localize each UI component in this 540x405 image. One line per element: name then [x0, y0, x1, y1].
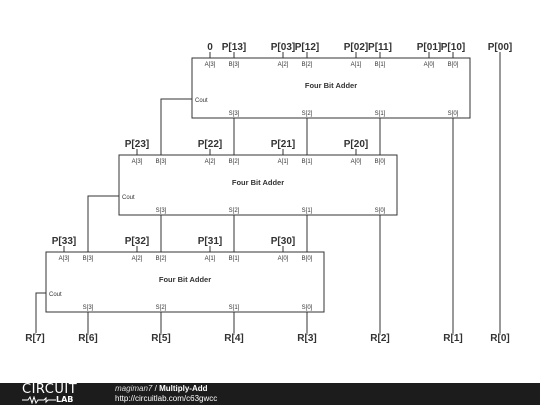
input-label: P[10] [441, 42, 465, 53]
carry-wire [87, 195, 119, 252]
input-label: 0 [207, 42, 213, 53]
sum-pin-label: S[1] [229, 305, 240, 311]
a-pin-label: A[2] [132, 256, 143, 262]
b-pin-label: B[0] [448, 62, 459, 68]
four-bit-adder-1 [191, 57, 471, 119]
sum-pin-label: S[3] [83, 305, 94, 311]
a-pin-label: A[1] [278, 159, 289, 165]
circuitlab-logo[interactable]: CIRCUIT LAB [22, 382, 92, 404]
b-pin-label: B[2] [156, 256, 167, 262]
credit-separator: / [154, 384, 157, 393]
input-label-p00: P[00] [488, 42, 512, 53]
input-label: P[30] [271, 236, 295, 247]
sum-pin-label: S[1] [375, 111, 386, 117]
a-pin-label: A[3] [132, 159, 143, 165]
four-bit-adder-2 [118, 154, 398, 216]
b-pin-label: B[0] [302, 256, 313, 262]
sum-pin-label: S[0] [302, 305, 313, 311]
adder-title: Four Bit Adder [305, 81, 357, 90]
sum-pin-label: S[0] [448, 111, 459, 117]
a-pin-label: A[1] [351, 62, 362, 68]
input-label: P[12] [295, 42, 319, 53]
b-pin-label: B[1] [375, 62, 386, 68]
input-label: P[20] [344, 139, 368, 150]
output-label: R[4] [224, 333, 243, 344]
project-title[interactable]: Multiply-Add [159, 384, 208, 393]
output-label: R[6] [78, 333, 97, 344]
adders [45, 57, 471, 313]
input-label: P[11] [368, 42, 392, 53]
author-link[interactable]: magiman7 [115, 384, 153, 393]
sum-pin-label: S[3] [156, 208, 167, 214]
input-label: P[01] [417, 42, 441, 53]
footer-bar: CIRCUIT LAB magiman7 / Multiply-Add http… [0, 383, 540, 405]
cout-pin-label: Cout [122, 195, 135, 201]
credit: magiman7 / Multiply-Add http://circuitla… [115, 384, 217, 404]
b-pin-label: B[0] [375, 159, 386, 165]
output-label: R[5] [151, 333, 170, 344]
a-pin-label: A[3] [205, 62, 216, 68]
input-label: P[22] [198, 139, 222, 150]
logo-text-lab: LAB [56, 395, 74, 404]
input-label: P[02] [344, 42, 368, 53]
wires [35, 52, 501, 333]
carry-wire [160, 98, 192, 155]
input-label: P[23] [125, 139, 149, 150]
project-url[interactable]: http://circuitlab.com/c63gwcc [115, 394, 218, 403]
b-pin-label: B[3] [229, 62, 240, 68]
four-bit-adder-3 [45, 251, 325, 313]
b-pin-label: B[3] [156, 159, 167, 165]
output-label: R[3] [297, 333, 316, 344]
input-label: P[33] [52, 236, 76, 247]
adder-title: Four Bit Adder [159, 275, 211, 284]
input-label: P[03] [271, 42, 295, 53]
output-label: R[2] [370, 333, 389, 344]
a-pin-label: A[0] [278, 256, 289, 262]
multiplier-schematic: Four Bit AdderCoutA[3]B[3]S[3]A[2]B[2]S[… [25, 42, 512, 344]
cout-pin-label: Cout [49, 292, 62, 298]
sum-pin-label: S[3] [229, 111, 240, 117]
input-label: P[32] [125, 236, 149, 247]
sum-pin-label: S[1] [302, 208, 313, 214]
logo-text-circuit: CIRCUIT [22, 382, 78, 397]
a-pin-label: A[0] [424, 62, 435, 68]
output-label: R[0] [490, 333, 509, 344]
a-pin-label: A[0] [351, 159, 362, 165]
a-pin-label: A[3] [59, 256, 70, 262]
input-label: P[21] [271, 139, 295, 150]
waveform-icon [22, 396, 56, 404]
sum-pin-label: S[0] [375, 208, 386, 214]
b-pin-label: B[1] [229, 256, 240, 262]
a-pin-label: A[1] [205, 256, 216, 262]
input-label: P[13] [222, 42, 246, 53]
a-pin-label: A[2] [278, 62, 289, 68]
output-label: R[7] [25, 333, 44, 344]
sum-pin-label: S[2] [302, 111, 313, 117]
signal-labels: Four Bit AdderCoutA[3]B[3]S[3]A[2]B[2]S[… [25, 42, 512, 344]
cout-pin-label: Cout [195, 98, 208, 104]
output-label: R[1] [443, 333, 462, 344]
sum-pin-label: S[2] [229, 208, 240, 214]
input-label: P[31] [198, 236, 222, 247]
a-pin-label: A[2] [205, 159, 216, 165]
sum-pin-label: S[2] [156, 305, 167, 311]
carry-out-wire [35, 292, 46, 333]
b-pin-label: B[2] [302, 62, 313, 68]
adder-title: Four Bit Adder [232, 178, 284, 187]
b-pin-label: B[2] [229, 159, 240, 165]
b-pin-label: B[1] [302, 159, 313, 165]
b-pin-label: B[3] [83, 256, 94, 262]
